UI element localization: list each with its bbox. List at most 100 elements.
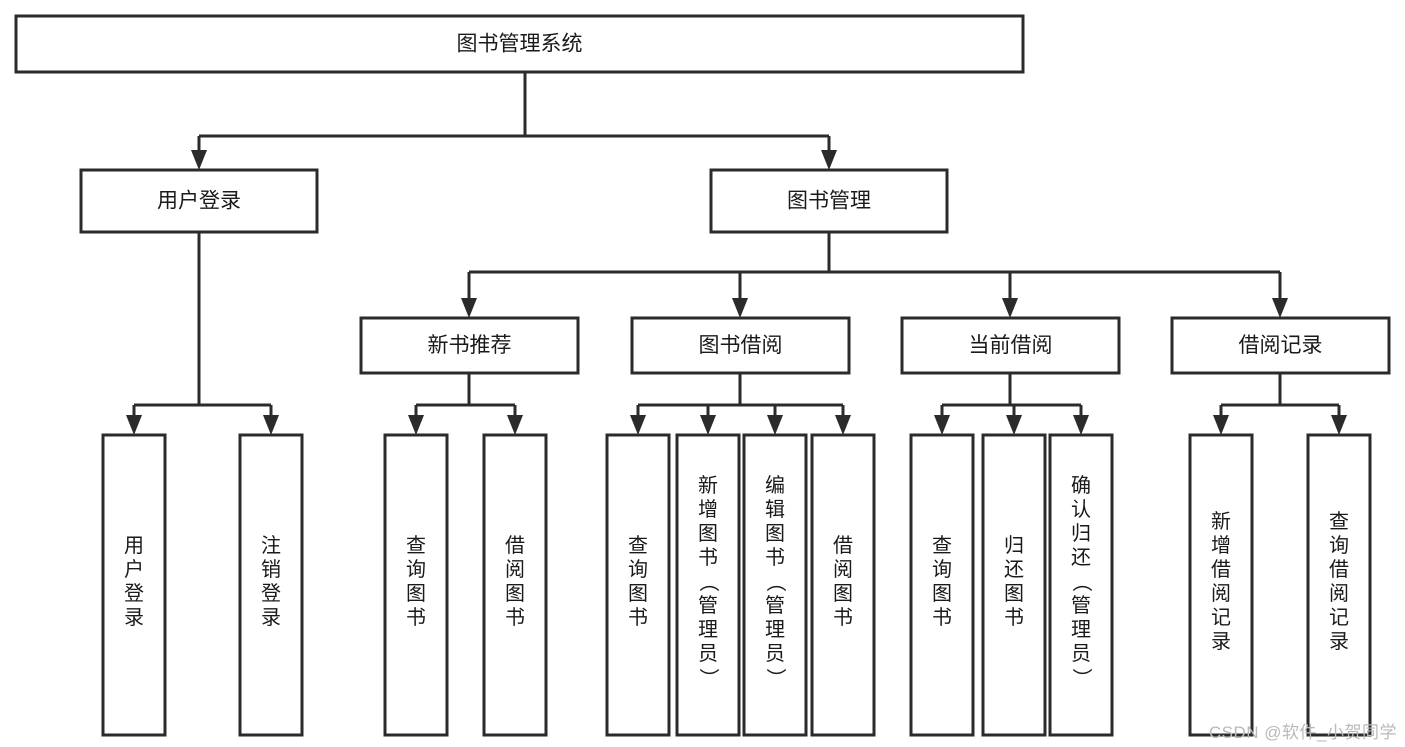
leaf-char: 图: [1004, 583, 1024, 605]
leaf-char: 员: [765, 643, 785, 665]
leaf-char: 阅: [833, 558, 853, 581]
leaf-char: 书: [765, 546, 785, 569]
leaf-char: （: [764, 572, 787, 592]
leaf-char: 借: [833, 534, 853, 557]
leaf-arrow: [1213, 415, 1229, 435]
leaf-arrow: [1331, 415, 1347, 435]
leaf-char: 还: [1071, 546, 1091, 569]
leaf-node-0-box[interactable]: [101, 433, 167, 737]
leaf-char: 增: [698, 498, 718, 521]
leaf-char: 录: [1329, 631, 1349, 653]
leaf-char: 新: [698, 474, 718, 497]
leaf-node-11-box[interactable]: [1188, 433, 1254, 737]
leaf-char: 图: [628, 583, 648, 605]
leaf-char: 理: [698, 619, 718, 641]
leaf-char: 图: [698, 523, 718, 545]
leaf-char: 认: [1071, 498, 1091, 521]
level2-node-1-box[interactable]: [709, 168, 949, 234]
leaf-char: 用: [124, 535, 144, 557]
leaf-char: 书: [932, 606, 952, 629]
leaf-char: 理: [765, 619, 785, 641]
leaf-char: 辑: [765, 498, 785, 521]
leaf-char: 记: [1329, 606, 1349, 629]
leaf-arrow: [1006, 415, 1022, 435]
leaf-node-5-box[interactable]: [675, 433, 741, 737]
leaf-char: 录: [1211, 631, 1231, 653]
leaf-node-10-box[interactable]: [1048, 433, 1114, 737]
leaf-node-3-box[interactable]: [482, 433, 548, 737]
leaf-char: 图: [505, 583, 525, 605]
leaf-arrow: [934, 415, 950, 435]
leaf-char: 查: [406, 534, 426, 557]
leaf-arrow: [126, 415, 142, 435]
leaf-arrow: [835, 415, 851, 435]
leaf-char: 登: [124, 582, 144, 605]
level3-arrow: [732, 298, 748, 318]
leaf-char: 阅: [505, 558, 525, 581]
leaf-arrow: [263, 415, 279, 435]
leaf-char: 借: [1211, 558, 1231, 581]
leaf-char: 询: [1329, 534, 1349, 557]
leaf-char: 书: [406, 606, 426, 629]
level3-node-0-box[interactable]: [359, 316, 580, 375]
leaf-node-12-box[interactable]: [1306, 433, 1372, 737]
level3-node-2-box[interactable]: [900, 316, 1121, 375]
level3-arrow: [461, 298, 477, 318]
leaf-node-8-box[interactable]: [909, 433, 975, 737]
root-node-box[interactable]: [14, 14, 1025, 74]
leaf-char: 管: [1071, 594, 1091, 617]
leaf-char: 图: [932, 583, 952, 605]
leaf-char: 新: [1211, 510, 1231, 533]
leaf-node-4-box[interactable]: [605, 433, 671, 737]
leaf-char: 书: [833, 606, 853, 629]
leaf-char: 查: [628, 534, 648, 557]
leaf-char: 记: [1211, 606, 1231, 629]
leaf-node-2-box[interactable]: [383, 433, 449, 737]
leaf-char: ）: [697, 668, 720, 688]
leaf-char: 询: [628, 558, 648, 581]
leaf-char: 理: [1071, 619, 1091, 641]
leaf-char: 归: [1071, 522, 1091, 545]
leaf-char: 询: [932, 558, 952, 581]
leaf-char: 户: [124, 558, 144, 581]
leaf-node-1-box[interactable]: [238, 433, 304, 737]
level3-node-3-box[interactable]: [1170, 316, 1391, 375]
level2-node-1-label: 图书管理: [787, 190, 871, 213]
level2-arrow: [191, 150, 207, 170]
leaf-node-6-box[interactable]: [742, 433, 808, 737]
level3-node-3-label: 借阅记录: [1239, 334, 1323, 357]
leaf-node-9-box[interactable]: [981, 433, 1047, 737]
level2-node-0-label: 用户登录: [157, 190, 241, 213]
level3-node-1-box[interactable]: [630, 316, 851, 375]
level2-arrow: [821, 150, 837, 170]
leaf-arrow: [630, 415, 646, 435]
leaf-char: 书: [698, 546, 718, 569]
level3-node-2-label: 当前借阅: [969, 334, 1053, 357]
leaf-char: 询: [406, 558, 426, 581]
leaf-char: 阅: [1211, 582, 1231, 605]
leaf-node-7-box[interactable]: [810, 433, 876, 737]
leaf-char: 注: [261, 534, 281, 557]
leaf-char: （: [697, 572, 720, 592]
level3-arrow: [1272, 298, 1288, 318]
leaf-char: 借: [1329, 558, 1349, 581]
level2-node-0-box[interactable]: [79, 168, 319, 234]
leaf-char: 阅: [1329, 582, 1349, 605]
leaf-char: 增: [1211, 534, 1231, 557]
leaf-char: 录: [124, 607, 144, 629]
leaf-char: 编: [765, 474, 785, 497]
csdn-watermark: CSDN @软件_小贺同学: [1208, 723, 1397, 742]
leaf-arrow: [700, 415, 716, 435]
leaf-char: 借: [505, 534, 525, 557]
